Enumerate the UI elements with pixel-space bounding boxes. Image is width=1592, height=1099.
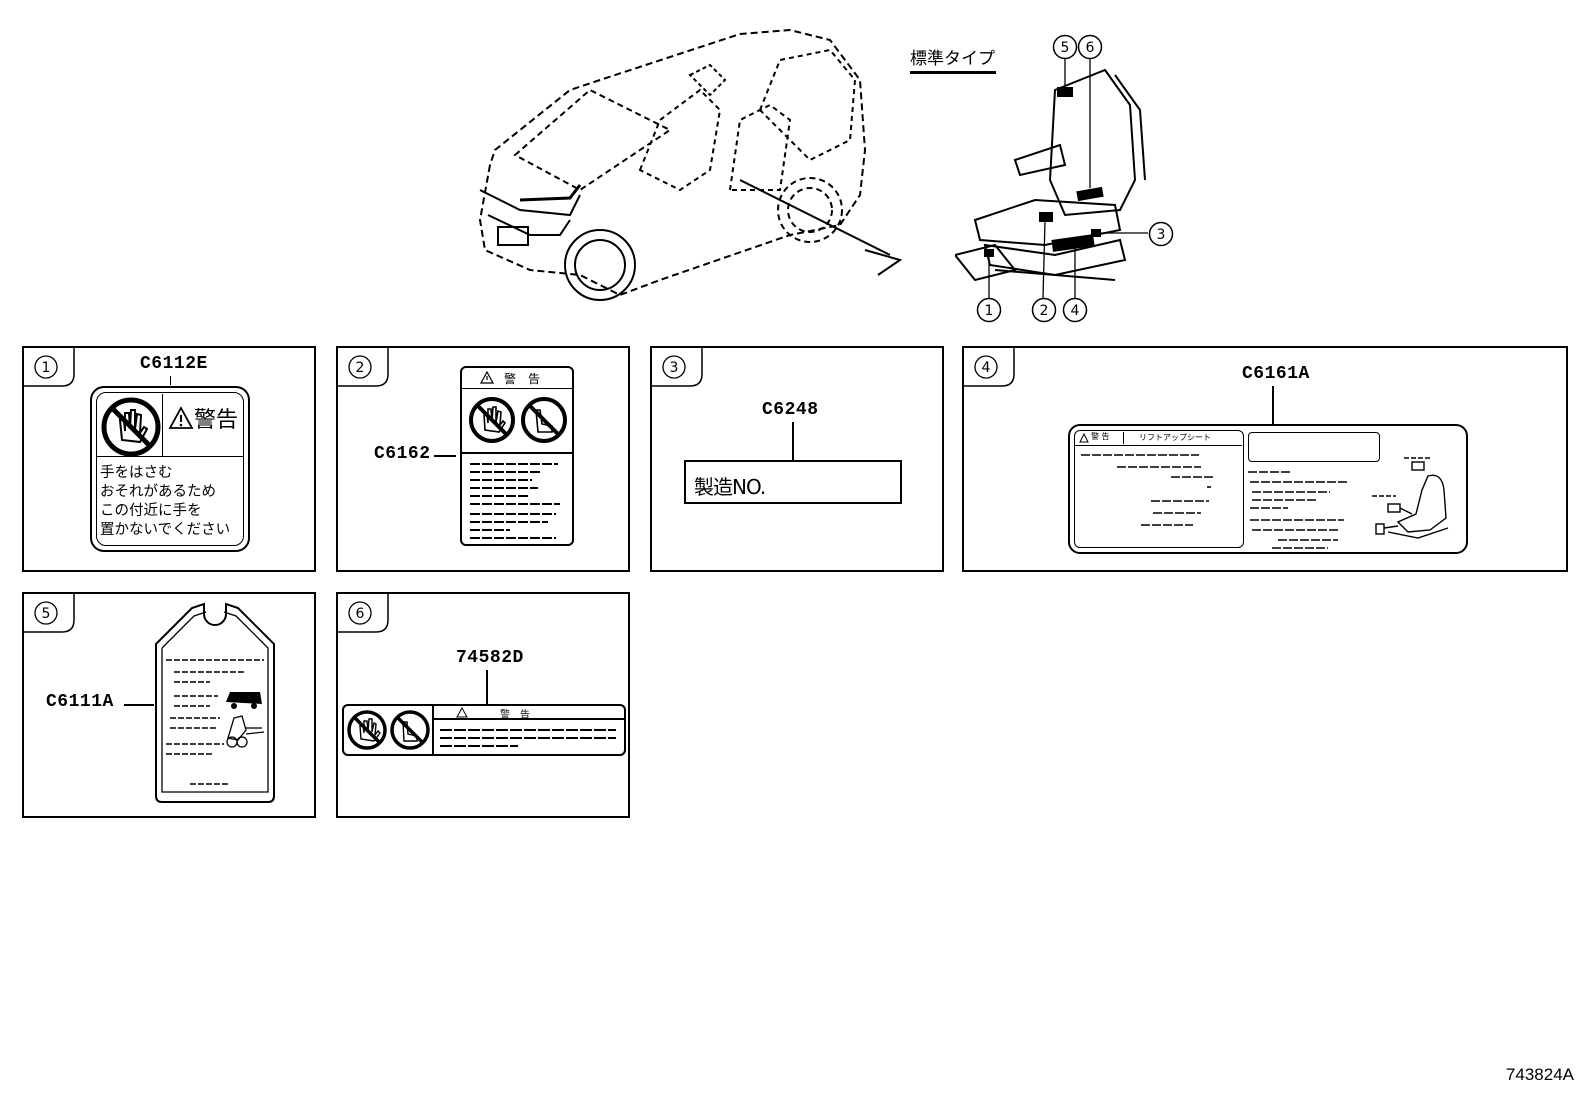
panel-5-tab: 5 xyxy=(24,594,75,633)
callout-3: 3 xyxy=(1148,221,1174,247)
seat-diagram-icon xyxy=(1372,457,1449,539)
no-foot-icon xyxy=(390,710,430,750)
panel-3-tab: 3 xyxy=(652,348,703,387)
label-c6112e-line: おそれがあるため xyxy=(100,484,216,500)
panel-1: 1 C6112E 警告 手をはさむ おそれがあるため この付近に手を 置かないで… xyxy=(22,346,316,572)
figure-id: 743824A xyxy=(1505,1065,1574,1084)
label-c6112e-text: 手をはさむ おそれがあるため この付近に手を 置かないでください xyxy=(100,464,230,540)
panel-3-number: 3 xyxy=(670,360,679,376)
label-c6248: 製造NO. xyxy=(684,460,902,504)
callout-1-label: 1 xyxy=(985,303,994,319)
label-c6161a-left-box: 警 告 リフトアップシート xyxy=(1074,430,1244,548)
callout-5: 5 xyxy=(1052,34,1078,60)
panel-6-tab: 6 xyxy=(338,594,389,633)
panel-2-leader xyxy=(434,455,456,457)
panel-4: 4 C6161A 警 告 リフトアップシート xyxy=(962,346,1568,572)
label-c6162-text-lines xyxy=(470,463,560,539)
callout-2-label: 2 xyxy=(1040,303,1049,319)
label-c6161a-left-text xyxy=(1081,454,1213,526)
panel-6-number: 6 xyxy=(356,606,365,622)
label-c6162-header-text: 警 告 xyxy=(504,372,541,386)
callout-4: 4 xyxy=(1062,297,1088,323)
no-hand-icon xyxy=(469,397,515,443)
panel-1-tab: 1 xyxy=(24,348,75,387)
seat-person-icon xyxy=(226,715,265,748)
panel-4-leader xyxy=(1272,386,1274,424)
callout-2: 2 xyxy=(1031,297,1057,323)
panel-2: 2 C6162 警 告 xyxy=(336,346,630,572)
panel-4-tab: 4 xyxy=(964,348,1015,387)
panel-2-tab: 2 xyxy=(338,348,389,387)
seat-illustration xyxy=(955,58,1148,299)
label-c6161a-header-right: リフトアップシート xyxy=(1139,433,1211,442)
panel-2-part-number: C6162 xyxy=(374,444,431,464)
label-c6111a xyxy=(155,602,275,803)
panel-6-leader xyxy=(486,670,488,704)
warning-triangle-icon xyxy=(480,371,494,384)
label-c6112e-inner xyxy=(96,392,244,546)
callout-6-label: 6 xyxy=(1086,40,1095,56)
panel-3-leader xyxy=(792,422,794,460)
label-c6112e-line: この付近に手を xyxy=(100,503,202,519)
label-74582d-divider-h xyxy=(434,718,624,720)
callout-1: 1 xyxy=(976,297,1002,323)
label-c6161a-top-right-box xyxy=(1248,432,1380,462)
label-c6112e: 警告 手をはさむ おそれがあるため この付近に手を 置かないでください xyxy=(90,386,250,552)
label-c6112e-divider-v xyxy=(162,394,163,456)
label-c6161a-header: 警 告 リフトアップシート xyxy=(1075,431,1242,446)
label-c6161a: 警 告 リフトアップシート xyxy=(1068,424,1468,554)
label-c6162: 警 告 xyxy=(460,366,574,546)
panel-6-part-number: 74582D xyxy=(456,648,524,668)
no-hand-icon xyxy=(101,397,161,457)
label-c6248-text: 製造NO. xyxy=(694,475,766,499)
panel-3-part-number: C6248 xyxy=(762,400,819,420)
van-icon xyxy=(226,692,262,709)
label-c6161a-header-left: 警 告 xyxy=(1091,432,1110,441)
label-c6161a-right-text xyxy=(1248,471,1348,549)
warning-triangle-icon xyxy=(168,406,194,429)
callout-3-label: 3 xyxy=(1157,227,1166,243)
warning-triangle-icon xyxy=(1079,433,1089,443)
standard-type-label: 標準タイプ xyxy=(910,49,995,69)
no-foot-icon xyxy=(521,397,567,443)
label-c6162-icons xyxy=(469,397,567,443)
panel-4-number: 4 xyxy=(982,360,991,376)
label-c6112e-line: 置かないでください xyxy=(100,522,231,538)
vehicle-illustration xyxy=(478,28,903,301)
panel-3: 3 C6248 製造NO. xyxy=(650,346,944,572)
panel-6: 6 74582D 警 告 xyxy=(336,592,630,818)
label-c6112e-divider-h xyxy=(96,456,244,457)
callout-6: 6 xyxy=(1077,34,1103,60)
standard-type-underline xyxy=(910,71,996,74)
callout-4-label: 4 xyxy=(1071,303,1080,319)
label-c6112e-line: 手をはさむ xyxy=(100,465,173,481)
label-c6161a-header-divider xyxy=(1123,432,1124,444)
panel-5: 5 C6111A xyxy=(22,592,316,818)
label-c6162-divider xyxy=(462,452,572,454)
panel-1-part-number: C6112E xyxy=(140,354,208,374)
warning-triangle-icon xyxy=(456,707,468,718)
label-74582d-header-text: 警 告 xyxy=(500,710,530,721)
panel-1-number: 1 xyxy=(42,360,51,376)
panel-2-number: 2 xyxy=(356,360,365,376)
panel-4-part-number: C6161A xyxy=(1242,364,1310,384)
label-74582d-icons xyxy=(347,710,430,750)
callout-5-label: 5 xyxy=(1061,40,1070,56)
label-74582d: 警 告 xyxy=(342,704,626,756)
label-74582d-text-lines xyxy=(440,729,616,747)
panel-5-number: 5 xyxy=(42,606,51,622)
panel-5-part-number: C6111A xyxy=(46,692,114,712)
label-c6162-header: 警 告 xyxy=(462,368,572,389)
panel-1-leader xyxy=(170,376,171,385)
panel-5-leader xyxy=(124,704,154,706)
no-hand-icon xyxy=(347,710,387,750)
label-c6112e-warning-word: 警告 xyxy=(194,408,239,433)
label-74582d-divider-v xyxy=(432,706,434,754)
